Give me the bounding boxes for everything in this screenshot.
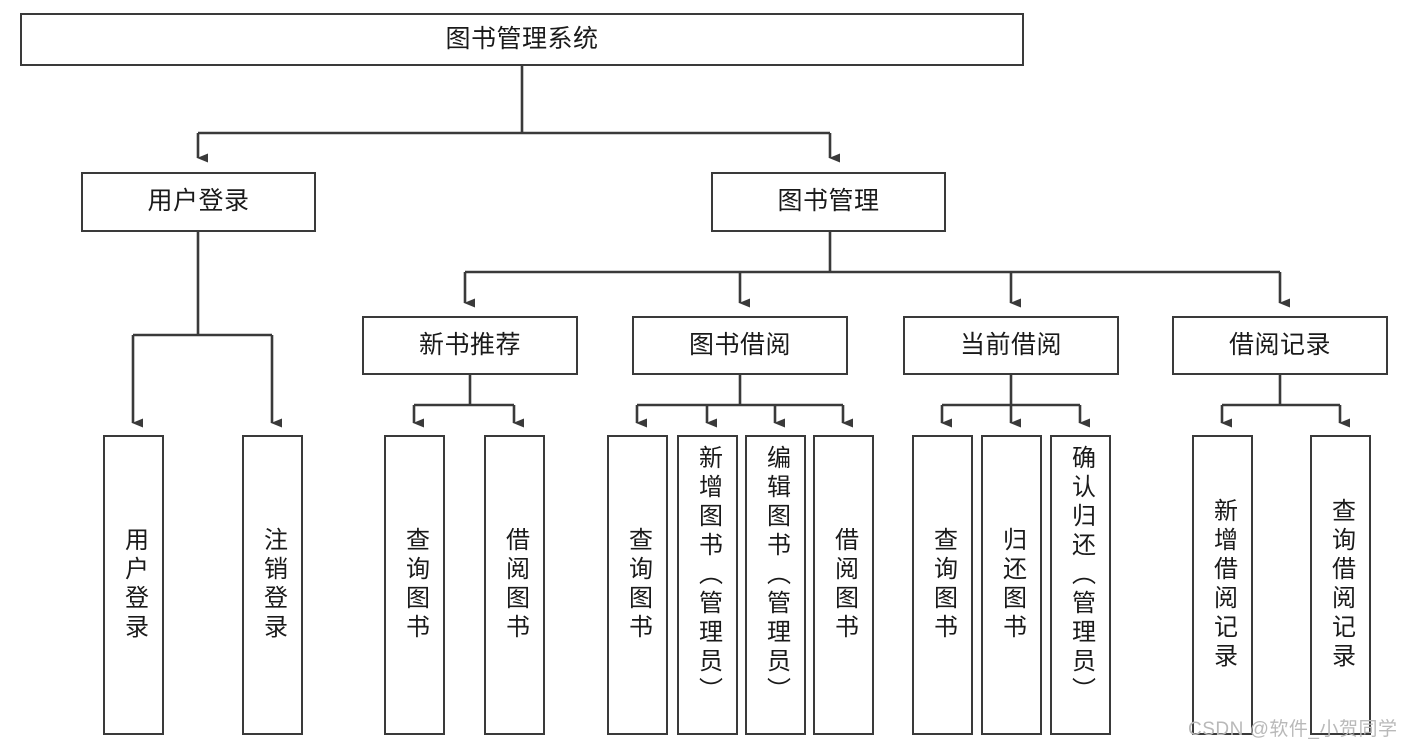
node-new-book-recommend[interactable]: 新书推荐 [362,316,578,375]
node-book-management[interactable]: 图书管理 [711,172,946,232]
node-label: 借阅图书 [830,527,858,643]
leaf-borrow-edit-book-admin[interactable]: 编辑图书（管理员） [745,435,806,735]
node-label: 查询图书 [624,527,652,643]
node-label: 图书管理系统 [445,24,599,53]
node-label: 用户登录 [120,527,148,643]
node-label: 图书管理 [777,187,880,216]
csdn-watermark: CSDN @软件_小贺同学 [1188,719,1398,740]
node-root-system[interactable]: 图书管理系统 [20,13,1024,66]
leaf-borrow-query-book[interactable]: 查询图书 [607,435,668,735]
node-label: 用户登录 [147,187,250,216]
leaf-user-login-login[interactable]: 用户登录 [103,435,164,735]
node-label: 借阅图书 [501,527,529,643]
leaf-record-query-record[interactable]: 查询借阅记录 [1310,435,1371,735]
node-label: 新书推荐 [418,330,521,359]
node-label: 归还图书 [998,527,1026,643]
node-label: 注销登录 [259,527,287,643]
leaf-borrow-borrow-book[interactable]: 借阅图书 [813,435,874,735]
leaf-user-login-logout[interactable]: 注销登录 [242,435,303,735]
node-label: 新增图书（管理员） [694,445,722,706]
node-current-borrow[interactable]: 当前借阅 [903,316,1119,375]
node-book-borrow[interactable]: 图书借阅 [632,316,848,375]
node-user-login[interactable]: 用户登录 [81,172,316,232]
node-label: 查询图书 [929,527,957,643]
leaf-current-return-book[interactable]: 归还图书 [981,435,1042,735]
node-label: 查询借阅记录 [1327,498,1355,672]
leaf-borrow-add-book-admin[interactable]: 新增图书（管理员） [677,435,738,735]
node-borrow-record[interactable]: 借阅记录 [1172,316,1388,375]
node-label: 借阅记录 [1228,330,1331,359]
node-label: 确认归还（管理员） [1067,445,1095,706]
leaf-recommend-query-book[interactable]: 查询图书 [384,435,445,735]
leaf-current-confirm-return-admin[interactable]: 确认归还（管理员） [1050,435,1111,735]
node-label: 图书借阅 [688,330,791,359]
node-label: 当前借阅 [959,330,1062,359]
leaf-recommend-borrow-book[interactable]: 借阅图书 [484,435,545,735]
node-label: 新增借阅记录 [1209,498,1237,672]
node-label: 编辑图书（管理员） [762,445,790,706]
leaf-current-query-book[interactable]: 查询图书 [912,435,973,735]
leaf-record-add-record[interactable]: 新增借阅记录 [1192,435,1253,735]
node-label: 查询图书 [401,527,429,643]
